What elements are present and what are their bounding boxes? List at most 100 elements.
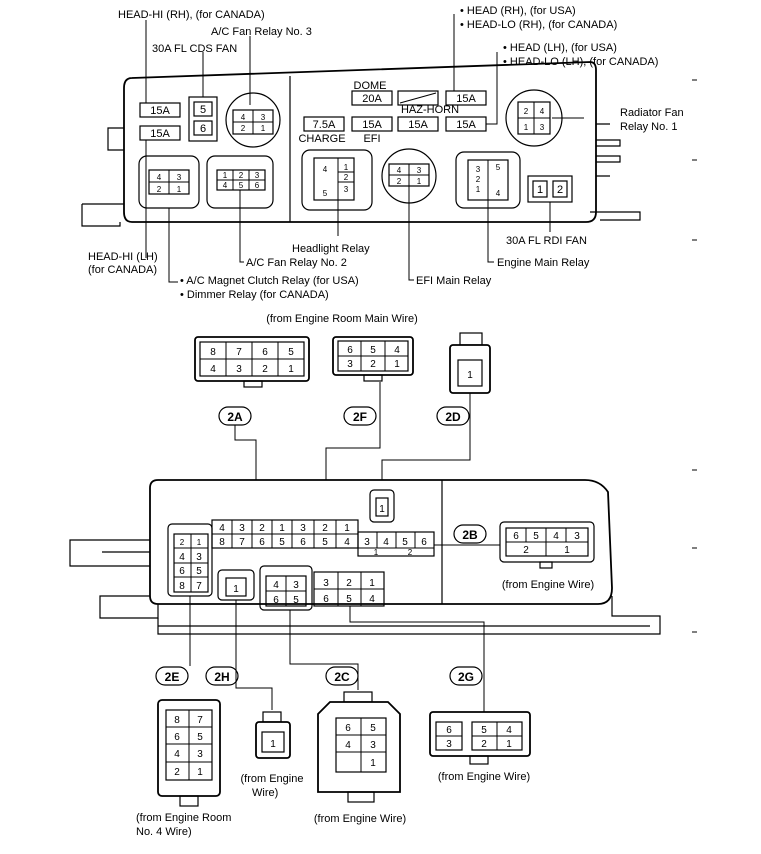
label-headlight-relay: Headlight Relay <box>292 243 370 255</box>
svg-text:2: 2 <box>174 767 180 778</box>
fuse-haz-horn <box>397 90 439 106</box>
svg-text:4: 4 <box>179 552 185 563</box>
fuse-15a-haz-horn: 15A <box>397 116 439 132</box>
lower-callout-lines <box>189 596 485 712</box>
svg-text:3: 3 <box>417 166 422 175</box>
label-head-lh-usa: • HEAD (LH), (for USA) <box>503 42 617 54</box>
svg-text:3: 3 <box>239 523 245 534</box>
ac-fan-relay-3-socket: 4 3 2 1 <box>225 92 281 148</box>
svg-text:3: 3 <box>293 580 299 591</box>
svg-text:5: 5 <box>370 723 376 734</box>
svg-text:1: 1 <box>370 758 376 769</box>
svg-text:1: 1 <box>197 767 203 778</box>
svg-text:1: 1 <box>369 578 375 589</box>
svg-text:7: 7 <box>236 347 242 358</box>
svg-text:6: 6 <box>323 594 329 605</box>
relay-block-top <box>81 61 697 241</box>
top-labels: HEAD-HI (RH), (for CANADA) A/C Fan Relay… <box>88 5 684 301</box>
svg-text:15A: 15A <box>456 93 476 105</box>
svg-text:4: 4 <box>506 725 512 736</box>
svg-text:6: 6 <box>259 537 265 548</box>
svg-text:2: 2 <box>157 185 162 194</box>
svg-text:2: 2 <box>408 548 413 557</box>
svg-text:3: 3 <box>446 739 452 750</box>
label-dome: DOME <box>354 80 387 92</box>
label-haz-horn: HAZ-HORN <box>401 104 459 116</box>
svg-text:5: 5 <box>323 189 328 198</box>
svg-text:5: 5 <box>370 345 376 356</box>
label-2h-line2: Wire) <box>252 787 278 799</box>
connector-code-2a: 2A <box>218 406 252 426</box>
svg-text:3: 3 <box>261 113 266 122</box>
svg-text:7.5A: 7.5A <box>313 119 336 131</box>
svg-text:1: 1 <box>270 739 276 750</box>
socket-2d: 1 <box>369 489 395 523</box>
connector-2f-plug: 6 5 4 3 2 1 <box>332 336 414 382</box>
svg-text:4: 4 <box>397 166 402 175</box>
svg-text:5: 5 <box>200 104 206 116</box>
connector-2h-plug: 1 <box>255 711 291 759</box>
connector-2g-plug: 6 3 5 4 2 1 <box>429 711 531 765</box>
label-radiator-fan: Radiator Fan <box>620 107 684 119</box>
svg-text:8: 8 <box>174 715 180 726</box>
label-for-canada: (for CANADA) <box>88 264 157 276</box>
svg-text:1: 1 <box>506 739 512 750</box>
connector-code-2g: 2G <box>449 666 483 686</box>
svg-text:6: 6 <box>255 181 260 190</box>
svg-text:6: 6 <box>345 723 351 734</box>
label-2c-from-engine-wire: (from Engine Wire) <box>314 813 406 825</box>
svg-text:2: 2 <box>241 124 246 133</box>
svg-text:1: 1 <box>524 123 529 132</box>
svg-text:1: 1 <box>197 538 202 547</box>
svg-text:1: 1 <box>177 185 182 194</box>
fuse-7-5a-charge: 7.5A <box>303 116 345 132</box>
svg-text:6: 6 <box>179 566 185 577</box>
label-head-rh-usa: • HEAD (RH), (for USA) <box>460 5 576 17</box>
svg-text:4: 4 <box>223 181 228 190</box>
svg-text:15A: 15A <box>456 119 476 131</box>
svg-text:4: 4 <box>157 173 162 182</box>
svg-text:2: 2 <box>344 173 349 182</box>
connector-code-2h: 2H <box>205 666 239 686</box>
svg-text:1: 1 <box>344 163 349 172</box>
connector-2d-plug: 1 <box>449 332 491 394</box>
connector-2e-plug: 8 7 6 5 4 3 2 1 <box>157 699 221 807</box>
svg-text:1: 1 <box>394 359 400 370</box>
svg-text:4: 4 <box>323 165 328 174</box>
svg-text:3: 3 <box>255 171 260 180</box>
label-relay-no-1: Relay No. 1 <box>620 121 677 133</box>
fuse-20a-dome: 20A <box>351 90 393 106</box>
svg-text:4: 4 <box>553 531 559 542</box>
svg-text:2: 2 <box>346 578 352 589</box>
svg-text:1: 1 <box>344 523 350 534</box>
svg-text:6: 6 <box>262 347 268 358</box>
svg-text:4: 4 <box>383 537 389 548</box>
svg-text:6: 6 <box>200 123 206 135</box>
svg-text:5: 5 <box>402 537 408 548</box>
svg-text:1: 1 <box>417 177 422 186</box>
svg-text:8: 8 <box>179 581 185 592</box>
svg-text:1: 1 <box>467 370 473 381</box>
svg-text:3: 3 <box>364 537 370 548</box>
socket-row-3456: 3 4 5 6 1 2 <box>357 531 435 557</box>
label-2g-from-engine-wire: (from Engine Wire) <box>438 771 530 783</box>
label-ac-fan-relay-3: A/C Fan Relay No. 3 <box>211 26 312 38</box>
svg-text:8: 8 <box>219 537 225 548</box>
svg-text:4: 4 <box>273 580 279 591</box>
svg-text:4: 4 <box>540 107 545 116</box>
label-2e-line1: (from Engine Room <box>136 812 231 824</box>
svg-text:2: 2 <box>523 545 529 556</box>
svg-text:8: 8 <box>210 347 216 358</box>
svg-text:2F: 2F <box>353 410 367 424</box>
label-efi-main-relay: EFI Main Relay <box>416 275 492 287</box>
svg-text:15A: 15A <box>150 105 170 117</box>
svg-text:3: 3 <box>540 123 545 132</box>
connector-code-2e: 2E <box>155 666 189 686</box>
label-ac-fan-relay-2: A/C Fan Relay No. 2 <box>246 257 347 269</box>
svg-text:1: 1 <box>564 545 570 556</box>
svg-text:5: 5 <box>196 566 202 577</box>
svg-text:6: 6 <box>300 537 306 548</box>
svg-text:3: 3 <box>347 359 353 370</box>
socket-2g: 3 2 1 6 5 4 <box>313 571 385 607</box>
connector-code-2d: 2D <box>436 406 470 426</box>
